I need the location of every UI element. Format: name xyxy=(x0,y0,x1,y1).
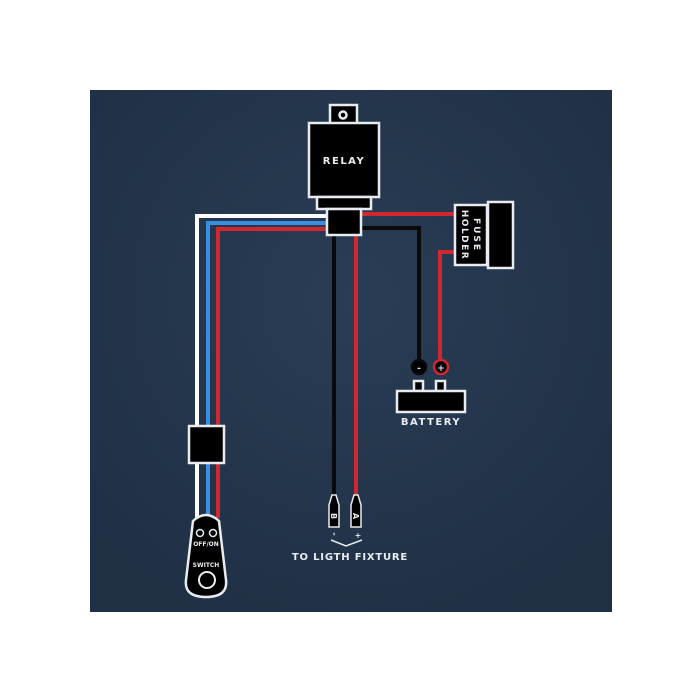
lead-plus-label: + xyxy=(355,531,362,540)
connector-a xyxy=(350,494,362,528)
wire-red-battery xyxy=(438,250,456,360)
fixture-label: TO LIGTH FIXTURE xyxy=(292,552,408,563)
switch-body[interactable] xyxy=(184,513,228,599)
fuse-label-line1: FUSE xyxy=(471,218,481,252)
relay xyxy=(307,103,381,237)
switch-label: SWITCH xyxy=(193,562,220,569)
fuse-holder xyxy=(453,200,515,270)
connector-a-label: A xyxy=(351,513,360,520)
relay-label: RELAY xyxy=(323,156,365,167)
relay-tab xyxy=(328,103,359,126)
relay-mount-hole-icon xyxy=(338,110,348,120)
lead-minus-label: - xyxy=(330,532,339,535)
switch-harness xyxy=(195,214,327,518)
battery-label: BATTERY xyxy=(401,417,461,428)
relay-base xyxy=(315,195,373,211)
fuse-label-line2: HOLDER xyxy=(459,210,469,260)
wire-black-battery xyxy=(361,226,421,360)
battery-minus-label: - xyxy=(417,364,421,374)
connector-b xyxy=(328,494,340,528)
switch-state-label: OFF/ON xyxy=(193,541,219,548)
battery xyxy=(395,379,467,414)
indicator-led-icon xyxy=(195,528,205,538)
bracket-chevron-icon xyxy=(330,539,363,547)
switch-button-icon[interactable] xyxy=(198,571,216,589)
battery-negative-terminal xyxy=(410,358,428,376)
splice-box xyxy=(187,424,226,465)
relay-body xyxy=(307,121,381,199)
connector-b-label: B xyxy=(329,513,338,519)
battery-positive-terminal xyxy=(432,358,450,376)
battery-plus-label: + xyxy=(437,364,445,374)
indicator-led-icon xyxy=(208,528,218,538)
wire-red-switch xyxy=(216,227,327,518)
wire-blue xyxy=(206,221,327,515)
relay-connector xyxy=(325,207,363,237)
wire-white xyxy=(195,214,327,518)
